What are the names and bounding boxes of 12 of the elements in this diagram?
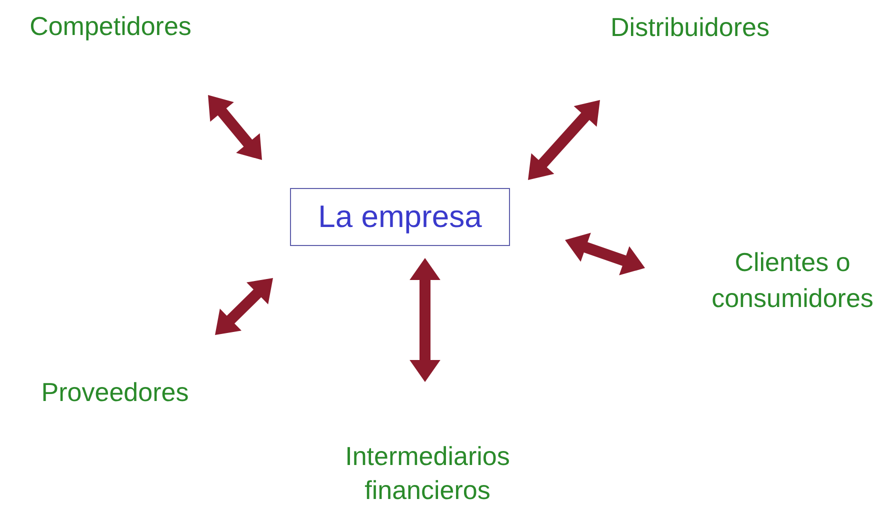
stakeholder-label: Clientes o consumidores (710, 246, 874, 315)
double-arrow (215, 278, 273, 335)
stakeholder-label: Proveedores (41, 376, 189, 409)
double-arrow (410, 258, 440, 382)
company-label: La empresa (318, 198, 482, 236)
stakeholder-label: Intermediarios financieros (344, 440, 511, 507)
company-box (290, 188, 510, 246)
stakeholder-label: Distribuidores (610, 11, 770, 44)
double-arrow (565, 232, 645, 276)
double-arrow (528, 100, 600, 180)
double-arrow (208, 95, 262, 160)
stakeholder-label: Competidores (30, 10, 192, 42)
